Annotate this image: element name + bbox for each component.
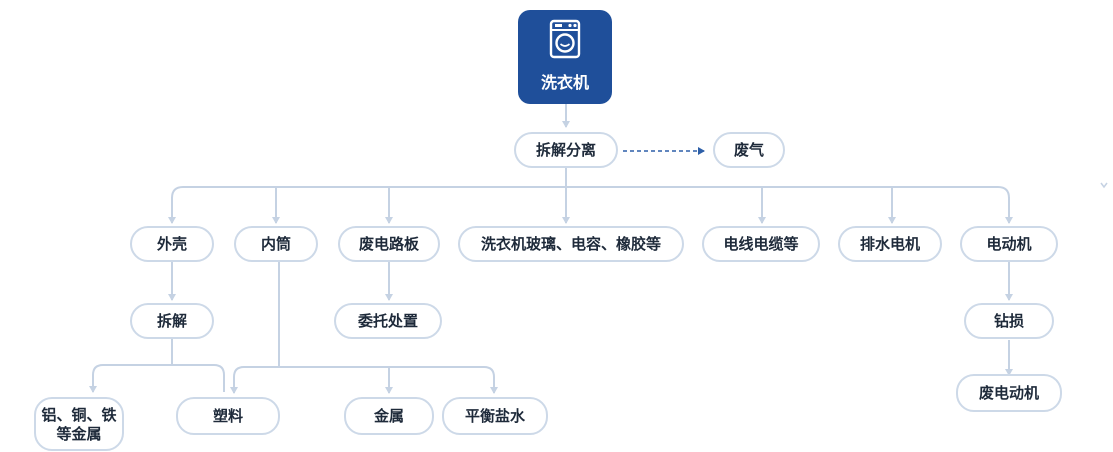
root-label: 洗衣机 <box>540 73 589 92</box>
bus-line <box>171 186 1010 199</box>
motor-node: 电动机 <box>960 226 1058 262</box>
balance-brine-node: 平衡盐水 <box>442 397 548 435</box>
washing-machine-node: 洗衣机 <box>518 10 612 104</box>
entrusted-disposal-node: 委托处置 <box>334 303 442 339</box>
metal-node: 金属 <box>344 397 434 435</box>
chevron-down-icon <box>1100 182 1108 189</box>
edge-dismantle-split <box>92 364 225 392</box>
shell-node: 外壳 <box>130 226 214 262</box>
metals-label-line1: 铝、铜、铁 <box>41 406 117 424</box>
edge-inner-drum-split <box>233 366 495 392</box>
exhaust-node: 废气 <box>713 132 785 168</box>
plastic-node: 塑料 <box>176 397 280 435</box>
glass-capacitor-rubber-node: 洗衣机玻璃、电容、橡胶等 <box>458 226 684 262</box>
metals-node: 铝、铜、铁 等金属 <box>34 397 124 451</box>
washing-machine-icon <box>548 19 582 63</box>
wires-cables-node: 电线电缆等 <box>702 226 820 262</box>
inner-drum-node: 内筒 <box>234 226 318 262</box>
circuit-board-node: 废电路板 <box>338 226 440 262</box>
disassembly-node: 拆解分离 <box>514 132 618 168</box>
dismantle-node: 拆解 <box>130 303 214 339</box>
drilling-node: 钻损 <box>964 303 1054 339</box>
waste-motor-node: 废电动机 <box>956 374 1062 412</box>
metals-label-line2: 等金属 <box>56 425 102 443</box>
drain-motor-node: 排水电机 <box>838 226 942 262</box>
